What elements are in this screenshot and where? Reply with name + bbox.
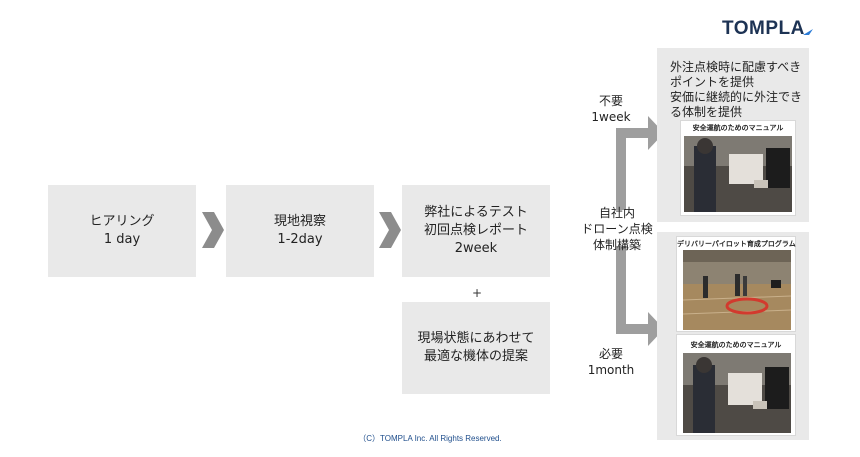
outsourcing-line1: 外注点検時に配慮すべき <box>670 60 802 74</box>
step-test-report-box: 弊社によるテスト 初回点検レポート 2week <box>402 185 550 277</box>
manual-photo-bottom-image <box>683 353 791 433</box>
branch-top-condition: 不要 <box>598 94 623 108</box>
pilot-program-card: デリバリーパイロット育成プログラム <box>676 236 796 332</box>
manual-card-top-title: 安全運航のためのマニュアル <box>692 124 784 132</box>
manual-card-bottom: 安全運航のためのマニュアル <box>676 334 796 436</box>
manual-photo-top-image <box>684 136 792 212</box>
step-test-line1: 弊社によるテスト <box>424 205 528 220</box>
branch-top-label: 不要 1week <box>586 93 636 125</box>
tompla-logo: TOMPLA <box>722 18 813 40</box>
step-site-visit-duration: 1-2day <box>277 232 323 247</box>
pilot-program-title: デリバリーパイロット育成プログラム <box>677 240 796 248</box>
proposal-line2: 最適な機体の提案 <box>423 349 528 364</box>
outsourcing-line2: ポイントを提供 <box>670 75 755 89</box>
step-site-visit-title: 現地視察 <box>273 214 326 229</box>
pilot-program-photo <box>683 250 791 330</box>
outsourcing-line4: る体制を提供 <box>670 105 743 119</box>
step-test-duration: 2week <box>454 241 498 256</box>
decision-line3: 体制構築 <box>592 238 641 252</box>
chevron-right-icon <box>379 212 401 248</box>
branch-arrows <box>616 116 664 346</box>
outsourcing-text: 外注点検時に配慮すべき ポイントを提供 安価に継続的に外注でき る体制を提供 <box>670 60 802 120</box>
logo-text: TOMPLA <box>722 18 805 39</box>
branch-bottom-condition: 必要 <box>598 347 623 361</box>
outsourcing-line3: 安価に継続的に外注でき <box>670 90 803 104</box>
pilot-program-photo-image <box>683 250 791 330</box>
step-hearing-title: ヒアリング <box>89 214 155 229</box>
manual-card-bottom-title: 安全運航のためのマニュアル <box>690 341 782 349</box>
branch-bottom-duration: 1month <box>587 363 635 377</box>
step-hearing-box: ヒアリング 1 day <box>48 185 196 277</box>
branch-top-duration: 1week <box>591 110 631 124</box>
proposal-line1: 現場状態にあわせて <box>417 331 535 346</box>
decision-label: 自社内 ドローン点検 体制構築 <box>572 205 662 253</box>
chevron-right-icon <box>202 212 224 248</box>
logo-swoosh-icon <box>803 29 813 35</box>
manual-photo-top <box>684 136 792 212</box>
plus-sign: + <box>471 286 483 300</box>
step-test-line2: 初回点検レポート <box>423 223 528 238</box>
manual-photo-bottom <box>683 353 791 433</box>
proposal-box: 現場状態にあわせて 最適な機体の提案 <box>402 302 550 394</box>
branch-bottom-label: 必要 1month <box>582 346 640 378</box>
manual-card-top: 安全運航のためのマニュアル <box>680 120 796 216</box>
decision-line1: 自社内 <box>598 206 635 220</box>
step-site-visit-box: 現地視察 1-2day <box>226 185 374 277</box>
decision-line2: ドローン点検 <box>581 222 653 236</box>
step-hearing-duration: 1 day <box>103 232 141 247</box>
copyright-footer: （C）TOMPLA Inc. All Rights Reserved. <box>358 434 502 443</box>
